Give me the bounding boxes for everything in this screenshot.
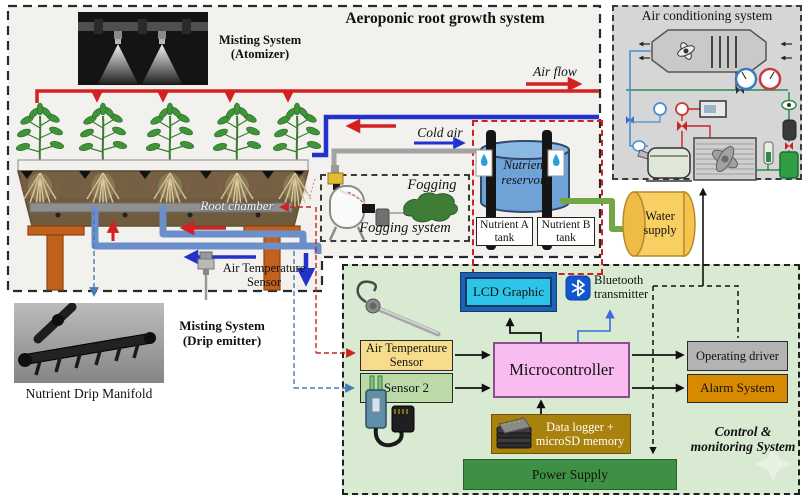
air-temp-sensor-icon bbox=[197, 251, 215, 300]
gray-fog-pipe bbox=[331, 148, 489, 175]
nutrient-reservoir-box bbox=[472, 120, 603, 275]
drip-manifold-photo bbox=[14, 302, 164, 383]
fogging-label: Fogging bbox=[407, 177, 457, 193]
ac-title: Air conditioning system bbox=[641, 8, 773, 23]
fogging-system-label: Fogging system bbox=[359, 220, 451, 236]
plants-row bbox=[14, 102, 323, 163]
misting-atomizer-label: Misting System(Atomizer) bbox=[218, 33, 302, 61]
data-logger-box: Data logger +microSD memory bbox=[491, 414, 631, 454]
root-chamber-label: Root chamber bbox=[200, 198, 274, 213]
power-supply-box: Power Supply bbox=[463, 459, 677, 490]
spray-nozzles bbox=[21, 171, 304, 179]
control-monitoring-caption: Control &monitoring System bbox=[690, 424, 796, 455]
lcd-graphic-frame: LCD Graphic bbox=[460, 272, 557, 312]
drip-manifold-caption: Nutrient Drip Manifold bbox=[25, 386, 153, 401]
red-supply-manifold bbox=[35, 89, 599, 103]
air-flow-label: Air flow bbox=[533, 64, 577, 79]
cold-air-label: Cold air bbox=[417, 125, 463, 140]
microcontroller-box: Microcontroller bbox=[493, 342, 630, 398]
air-conditioning-box bbox=[612, 5, 802, 180]
lcd-graphic: LCD Graphic bbox=[465, 277, 552, 307]
sensor2-box: Sensor 2 bbox=[360, 373, 453, 403]
operating-driver-box: Operating driver bbox=[687, 341, 788, 371]
alarm-system-box: Alarm System bbox=[687, 374, 788, 403]
aeroponic-title: Aeroponic root growth system bbox=[345, 10, 545, 27]
misting-drip-label: Misting System(Drip emitter) bbox=[179, 318, 265, 348]
misting-atomizer-photo bbox=[78, 12, 208, 85]
